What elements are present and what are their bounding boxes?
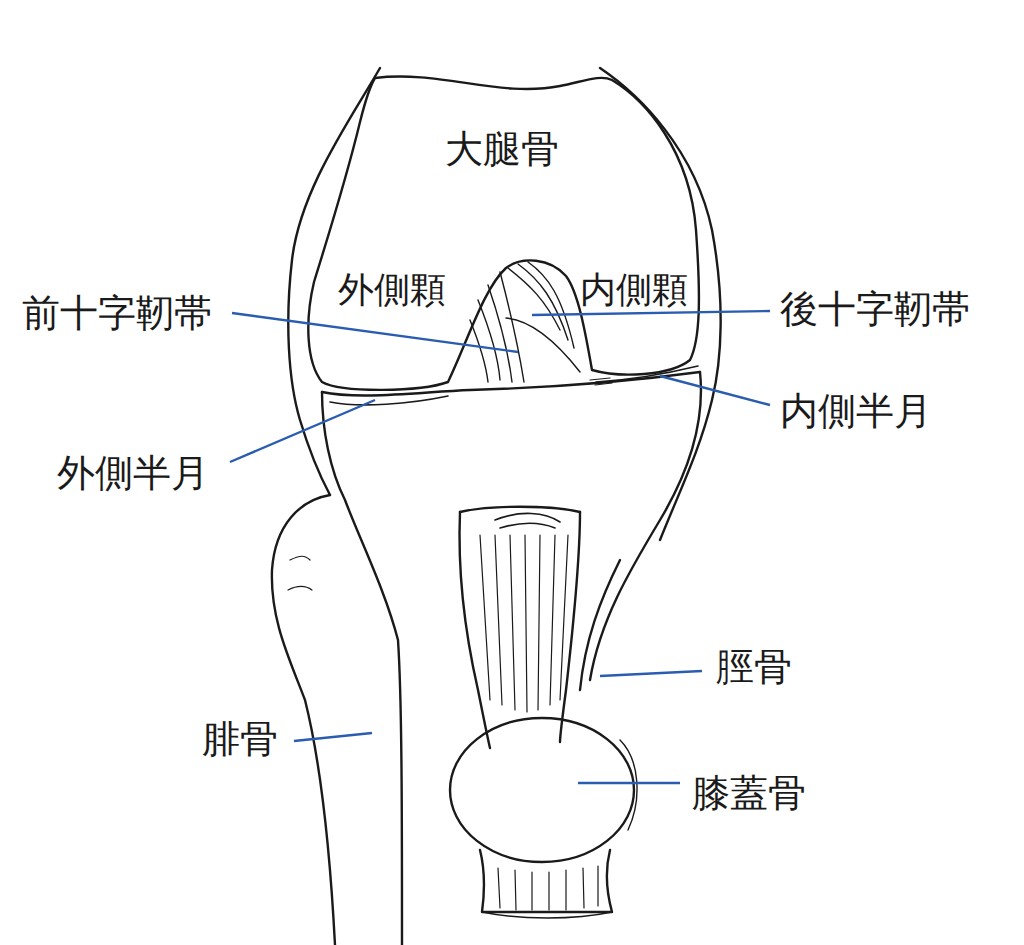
leader-line [532, 311, 770, 315]
femur-outline [308, 77, 699, 390]
part-label: 腓骨 [200, 718, 280, 762]
tendon-fibres [480, 535, 568, 712]
tibia-outline [590, 372, 701, 680]
part-label: 脛骨 [714, 646, 794, 690]
leader-line [230, 400, 375, 462]
patella-outline [620, 740, 637, 830]
tibia-outline [322, 392, 402, 945]
fibula-outline [272, 495, 335, 945]
part-label: 膝蓋骨 [690, 772, 808, 816]
part-label: 内側顆 [578, 269, 690, 310]
quadriceps-tendon [482, 912, 612, 918]
part-label: 前十字靭帯 [20, 292, 214, 336]
tendon-cut [495, 513, 560, 528]
patella-outline [450, 718, 634, 862]
fibula-outline [288, 556, 312, 590]
meniscus [330, 366, 698, 405]
tibia-outline [580, 560, 620, 690]
leader-line [294, 733, 372, 741]
part-label: 後十字靭帯 [778, 288, 972, 332]
part-label: 内側半月 [778, 390, 934, 434]
leader-line [660, 376, 770, 405]
leader-line [600, 671, 702, 676]
tibial-plateau [322, 372, 700, 395]
part-label: 外側半月 [55, 452, 211, 496]
part-label: 外側顆 [336, 269, 448, 310]
patellar-tendon [460, 507, 580, 512]
leader-line [232, 313, 518, 352]
part-label: 大腿骨 [443, 128, 561, 172]
meniscus [590, 378, 612, 385]
leader-line [578, 782, 680, 784]
ligament-fibres [470, 262, 580, 382]
tendon-fibres [498, 866, 598, 910]
quadriceps-tendon [480, 850, 612, 912]
